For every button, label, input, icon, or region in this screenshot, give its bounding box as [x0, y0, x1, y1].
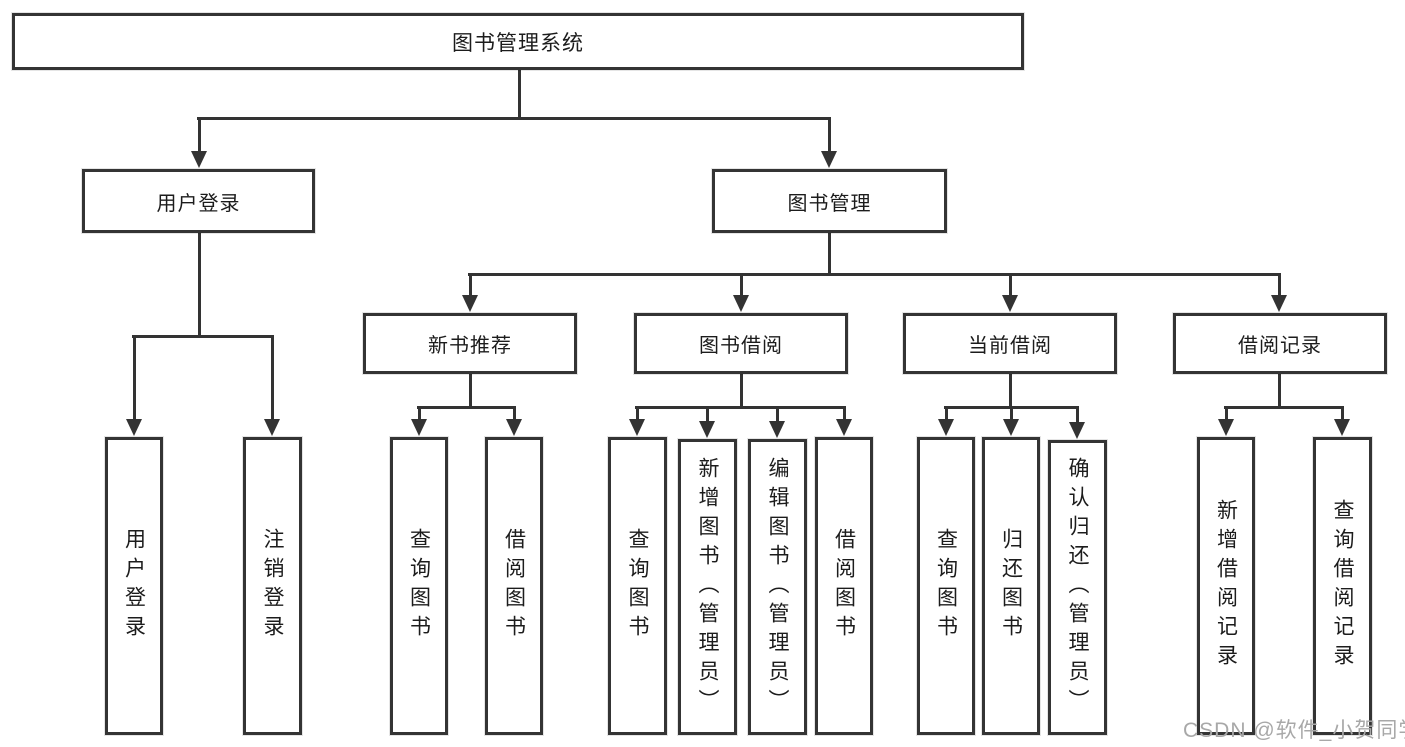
node-label: 编辑图书（管理员）: [766, 456, 789, 718]
connector-vline: [133, 335, 136, 422]
leaf-query-books-current: 查询图书: [917, 437, 975, 735]
node-label: 查询图书: [934, 528, 958, 644]
connector-vline: [828, 233, 831, 276]
node-root: 图书管理系统: [12, 13, 1024, 70]
leaf-user-login: 用户登录: [105, 437, 163, 735]
connector-vline: [198, 233, 201, 338]
connector-vline: [706, 406, 709, 424]
connector-vline: [513, 406, 516, 422]
connector-vline: [1009, 374, 1012, 409]
leaf-return-book: 归还图书: [982, 437, 1040, 735]
connector-vline: [1009, 273, 1012, 298]
node-label: 当前借阅: [968, 335, 1052, 357]
arrowhead-down-icon: [699, 421, 715, 438]
node-label: 查询图书: [626, 528, 649, 644]
connector-hline: [132, 335, 274, 338]
node-label: 图书管理系统: [452, 31, 584, 55]
arrowhead-down-icon: [1271, 295, 1287, 312]
arrowhead-down-icon: [1069, 422, 1085, 439]
leaf-add-book-admin: 新增图书（管理员）: [678, 439, 737, 735]
connector-vline: [469, 374, 472, 409]
csdn-watermark: CSDN @软件_小贺同学: [1183, 719, 1405, 742]
arrowhead-down-icon: [836, 419, 852, 436]
connector-vline: [1225, 406, 1228, 422]
arrowhead-down-icon: [264, 419, 280, 436]
arrowhead-down-icon: [629, 419, 645, 436]
arrowhead-down-icon: [1003, 419, 1019, 436]
node-label: 查询图书: [407, 528, 431, 644]
node-label: 借阅图书: [502, 528, 526, 644]
node-label: 用户登录: [156, 192, 241, 215]
leaf-borrow-books-recommend: 借阅图书: [485, 437, 543, 735]
node-label: 借阅记录: [1238, 335, 1322, 357]
node-label: 图书借阅: [699, 335, 783, 357]
connector-hline: [417, 406, 516, 409]
arrowhead-down-icon: [126, 419, 142, 436]
connector-vline: [1278, 273, 1281, 298]
node-label: 图书管理: [787, 192, 872, 215]
connector-hline: [468, 273, 1281, 276]
node-label: 确认归还（管理员）: [1066, 457, 1089, 718]
leaf-add-borrow-record: 新增借阅记录: [1197, 437, 1255, 735]
node-borrow-records: 借阅记录: [1173, 313, 1387, 374]
arrowhead-down-icon: [821, 151, 837, 168]
connector-vline: [636, 406, 639, 422]
connector-vline: [843, 406, 846, 422]
node-label: 查询借阅记录: [1331, 499, 1354, 673]
connector-vline: [828, 117, 831, 154]
connector-vline: [945, 406, 948, 422]
node-current-borrow: 当前借阅: [903, 313, 1117, 374]
node-book-management: 图书管理: [712, 169, 947, 233]
node-label: 注销登录: [261, 528, 284, 644]
node-new-book-recommend: 新书推荐: [363, 313, 577, 374]
connector-hline: [635, 406, 846, 409]
arrowhead-down-icon: [1002, 295, 1018, 312]
leaf-query-books-borrow: 查询图书: [608, 437, 667, 735]
arrowhead-down-icon: [733, 295, 749, 312]
node-label: 新增图书（管理员）: [696, 456, 719, 718]
connector-vline: [1278, 374, 1281, 409]
leaf-confirm-return-admin: 确认归还（管理员）: [1048, 440, 1107, 735]
node-book-borrow: 图书借阅: [634, 313, 848, 374]
node-user-login: 用户登录: [82, 169, 315, 233]
connector-vline: [1076, 406, 1079, 425]
connector-vline: [198, 117, 201, 154]
leaf-logout: 注销登录: [243, 437, 302, 735]
node-label: 新书推荐: [428, 335, 512, 357]
leaf-edit-book-admin: 编辑图书（管理员）: [748, 439, 807, 735]
arrowhead-down-icon: [938, 419, 954, 436]
connector-vline: [418, 406, 421, 422]
connector-vline: [1010, 406, 1013, 422]
connector-hline: [197, 117, 831, 120]
node-label: 新增借阅记录: [1214, 499, 1238, 673]
arrowhead-down-icon: [769, 421, 785, 438]
arrowhead-down-icon: [191, 151, 207, 168]
connector-vline: [469, 273, 472, 298]
arrowhead-down-icon: [1334, 419, 1350, 436]
node-label: 归还图书: [999, 528, 1023, 644]
connector-vline: [776, 406, 779, 424]
node-label: 借阅图书: [832, 528, 856, 644]
arrowhead-down-icon: [506, 419, 522, 436]
connector-hline: [1224, 406, 1344, 409]
connector-vline: [740, 273, 743, 298]
connector-vline: [740, 374, 743, 409]
connector-vline: [271, 335, 274, 422]
leaf-query-borrow-record: 查询借阅记录: [1313, 437, 1372, 735]
arrowhead-down-icon: [411, 419, 427, 436]
connector-vline: [1341, 406, 1344, 422]
arrowhead-down-icon: [1218, 419, 1234, 436]
leaf-borrow-books: 借阅图书: [815, 437, 873, 735]
leaf-query-books-recommend: 查询图书: [390, 437, 448, 735]
arrowhead-down-icon: [462, 295, 478, 312]
node-label: 用户登录: [122, 528, 146, 644]
connector-vline: [518, 68, 521, 120]
